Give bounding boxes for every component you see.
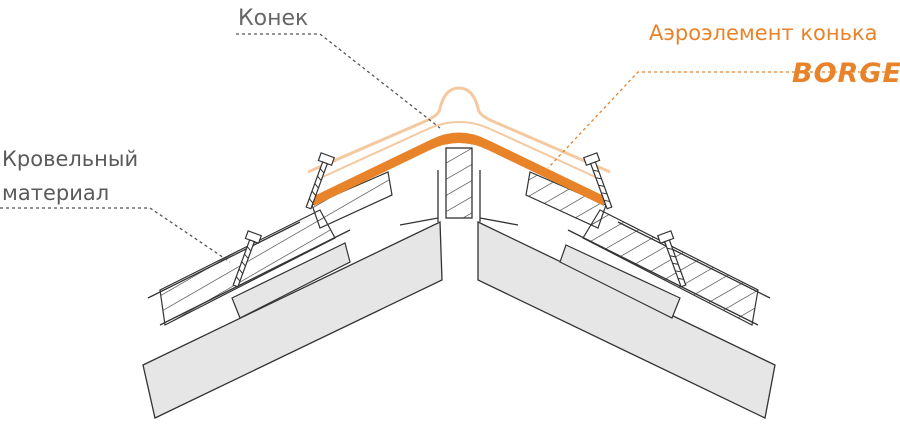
ridge-label: Конек xyxy=(238,6,309,31)
ridge-beam xyxy=(445,147,473,219)
screw-icon xyxy=(305,152,336,210)
right-rafter-panel xyxy=(477,220,776,419)
screw-icon xyxy=(582,152,613,210)
aero-element-band xyxy=(314,132,604,206)
left-batten xyxy=(231,242,351,319)
left-upper-profile xyxy=(311,171,393,229)
left-rafter-panel xyxy=(142,220,443,419)
right-roofing-material xyxy=(582,209,759,326)
ridge-cap xyxy=(307,86,611,174)
screw-icon xyxy=(656,230,687,288)
roofing-leader-line xyxy=(0,207,231,263)
ridge-leader-line xyxy=(236,33,441,129)
aero-element-label: Аэроэлемент конька xyxy=(649,21,878,45)
roofing-material-label-line1: Кровельный xyxy=(2,147,139,171)
right-batten xyxy=(559,244,681,319)
screw-icon xyxy=(232,230,263,288)
roofing-material-label-line2: материал xyxy=(2,181,110,205)
aero-leader-line xyxy=(547,71,885,169)
roofing-material-label: Кровельный материал xyxy=(2,142,138,210)
brand-logo: BORGE xyxy=(792,58,900,89)
